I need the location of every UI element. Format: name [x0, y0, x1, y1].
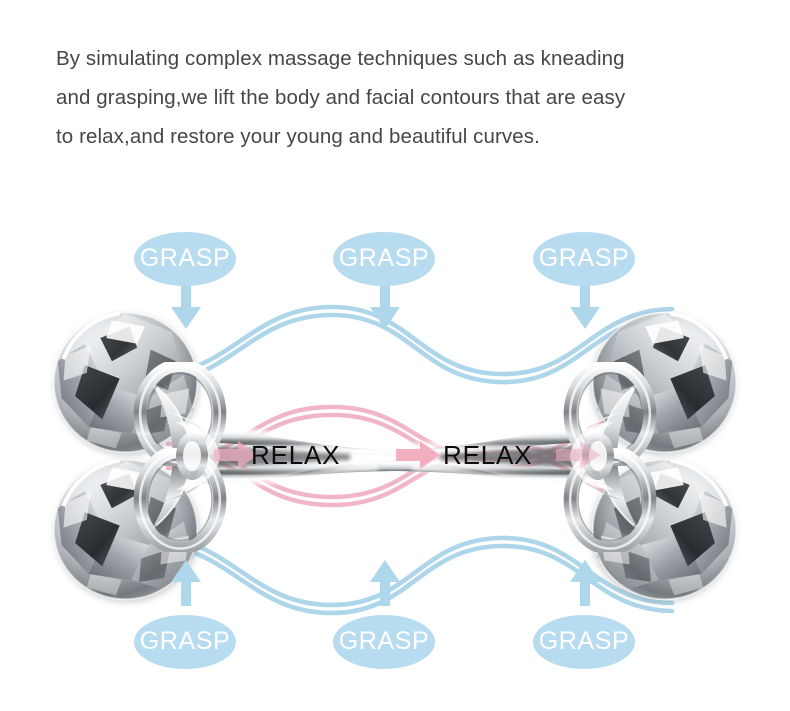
arrow-down-icon	[570, 283, 600, 329]
grasp-pill-bottom-right: GRASP	[533, 615, 635, 669]
arrow-down-icon	[370, 283, 400, 329]
blue-wave-top	[147, 304, 675, 387]
arrow-right-icon	[556, 441, 600, 469]
grasp-pill-top-center: GRASP	[333, 232, 435, 286]
grasp-pill-bottom-left: GRASP	[134, 615, 236, 669]
arrow-right-icon	[214, 441, 258, 469]
arrow-up-icon	[370, 560, 400, 606]
grasp-label: GRASP	[538, 244, 630, 272]
relax-arrows	[214, 441, 600, 469]
left-roller-assembly	[51, 310, 220, 602]
arrow-down-icon	[171, 283, 201, 329]
grasp-label: GRASP	[338, 627, 430, 655]
headline-paragraph: By simulating complex massage techniques…	[56, 46, 626, 148]
illustration-canvas	[51, 283, 739, 616]
grasp-label: GRASP	[538, 627, 630, 655]
grasp-pill-top-left: GRASP	[134, 232, 236, 286]
grasp-pill-top-right: GRASP	[533, 232, 635, 286]
grasp-label: GRASP	[139, 244, 231, 272]
grasp-label: GRASP	[338, 244, 430, 272]
grasp-label: GRASP	[139, 627, 231, 655]
arrow-right-icon	[396, 441, 440, 469]
arrow-up-icon	[171, 560, 201, 606]
relax-label-right: RELAX	[443, 440, 533, 470]
relax-label-left: RELAX	[251, 440, 341, 470]
grasp-arrows-bottom	[171, 560, 600, 606]
grasp-arrows-top	[171, 283, 600, 329]
grasp-pill-bottom-center: GRASP	[333, 615, 435, 669]
arrow-up-icon	[570, 560, 600, 606]
product-illustration: GRASP GRASP GRASP GRASP GRASP GRASP RELA…	[0, 160, 790, 711]
